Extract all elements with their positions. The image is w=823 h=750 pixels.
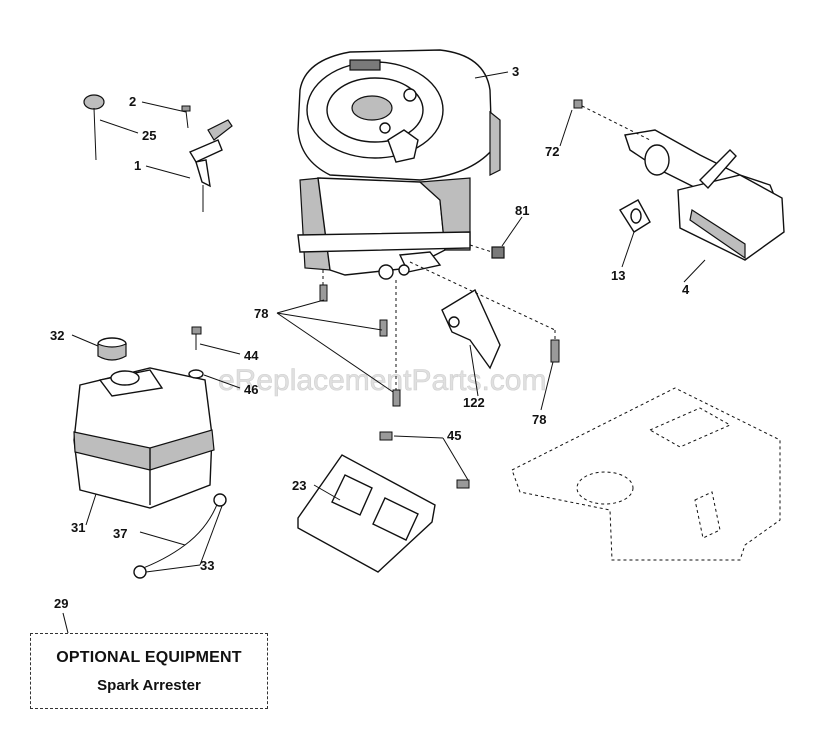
callouts: 2 25 1 3 72 81 13 4 78 78 122 44 46 32 4… xyxy=(50,64,690,611)
callout-72: 72 xyxy=(545,144,559,159)
throttle-control xyxy=(188,119,233,212)
nut xyxy=(469,244,505,259)
muffler xyxy=(624,129,785,261)
callout-2: 2 xyxy=(129,94,136,109)
bolt-44 xyxy=(188,326,204,379)
bolts-78 xyxy=(319,261,560,407)
callout-1: 1 xyxy=(134,158,141,173)
callout-44: 44 xyxy=(244,348,259,363)
callout-78-right: 78 xyxy=(532,412,546,427)
frame-outline xyxy=(511,387,781,561)
spark-arrester-label: Spark Arrester xyxy=(97,676,201,694)
fuel-cap xyxy=(97,337,127,361)
callout-23: 23 xyxy=(292,478,306,493)
callout-31: 31 xyxy=(71,520,85,535)
callout-37: 37 xyxy=(113,526,127,541)
bolts-45 xyxy=(379,431,470,489)
callout-13: 13 xyxy=(611,268,625,283)
watermark: eReplacementParts.com xyxy=(218,364,546,397)
callout-25: 25 xyxy=(142,128,156,143)
engine xyxy=(297,49,501,280)
callout-33: 33 xyxy=(200,558,214,573)
optional-equipment-box: OPTIONAL EQUIPMENT Spark Arrester xyxy=(30,633,268,709)
knob xyxy=(83,94,105,161)
fuel-tank xyxy=(73,367,215,509)
leader-lines xyxy=(62,71,706,634)
bolt-72 xyxy=(573,99,651,141)
callout-3: 3 xyxy=(512,64,519,79)
engine-plate xyxy=(297,454,436,573)
callout-78-left: 78 xyxy=(254,306,268,321)
callout-4: 4 xyxy=(682,282,690,297)
callout-81: 81 xyxy=(515,203,529,218)
callout-29: 29 xyxy=(54,596,68,611)
deflector xyxy=(441,288,501,370)
callout-46: 46 xyxy=(244,382,258,397)
callout-45: 45 xyxy=(447,428,461,443)
gasket xyxy=(619,199,651,233)
screw xyxy=(181,105,191,129)
optional-equipment-title: OPTIONAL EQUIPMENT xyxy=(56,648,242,666)
callout-32: 32 xyxy=(50,328,64,343)
callout-122: 122 xyxy=(463,395,485,410)
